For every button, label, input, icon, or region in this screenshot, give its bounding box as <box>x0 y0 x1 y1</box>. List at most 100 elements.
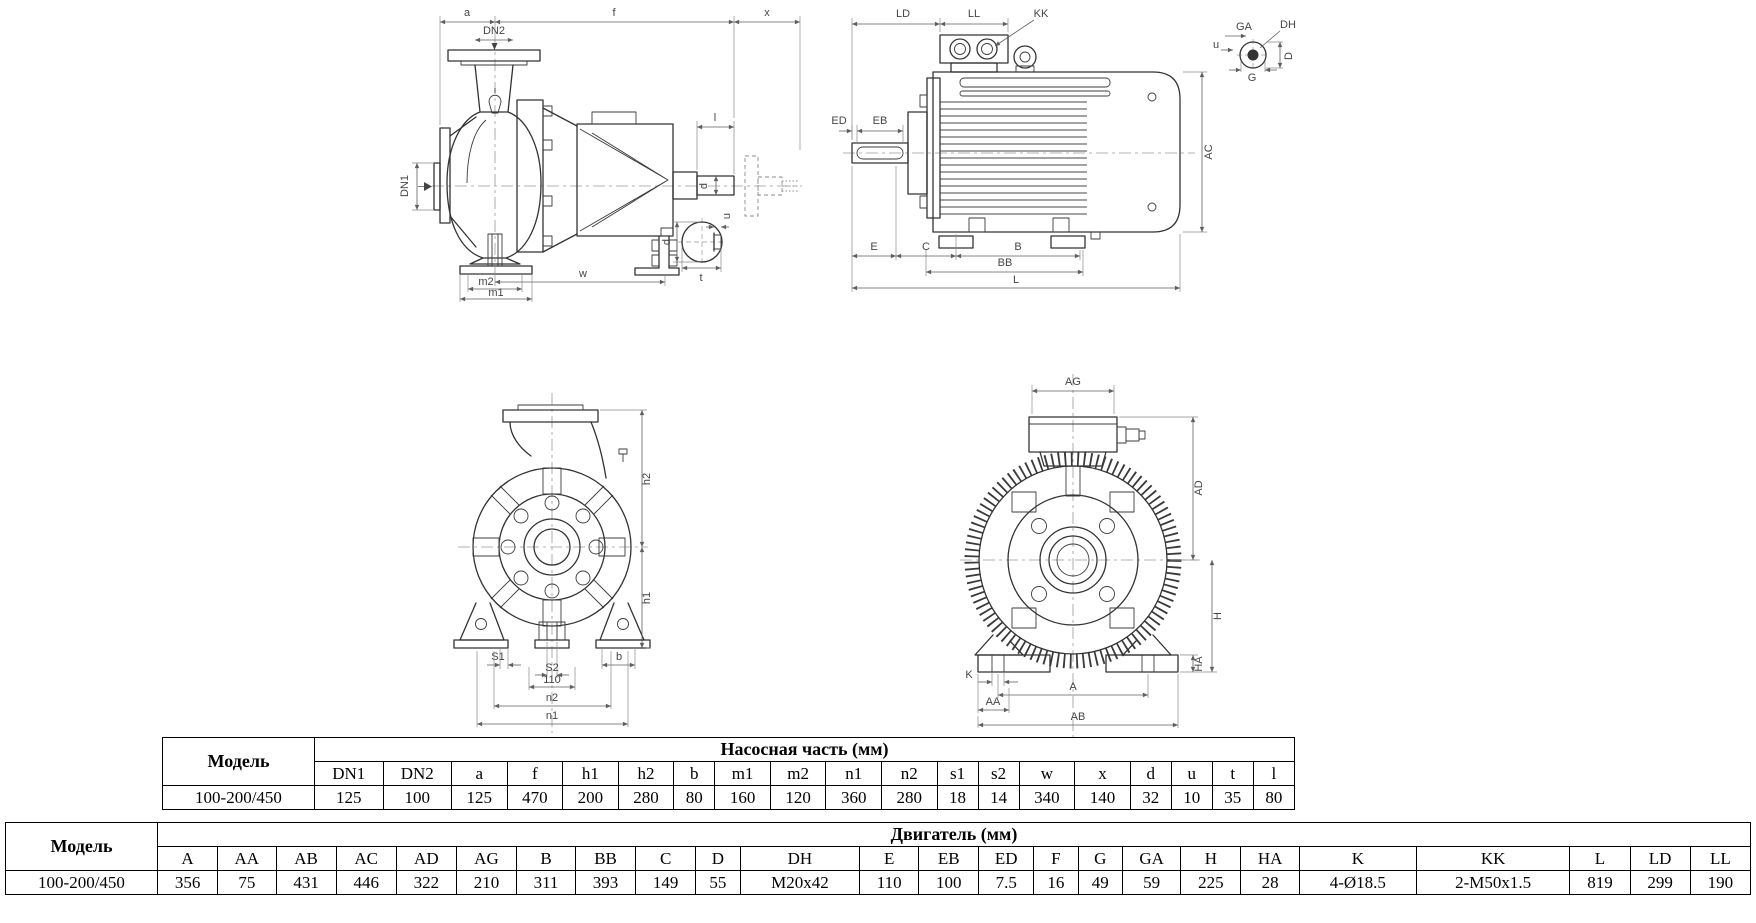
motor-column-header-cell: F <box>1033 846 1079 871</box>
dim-label-dh: DH <box>1280 19 1296 31</box>
dim-label-ac: AC <box>1203 144 1215 159</box>
dim-label-k: K <box>965 669 973 681</box>
motor-table-header-row: Модель Двигатель (мм) <box>5 822 1751 871</box>
pump-value-cell: 10 <box>1170 785 1213 810</box>
dim-label-h1: h1 <box>641 592 653 604</box>
motor-value-cell: 59 <box>1121 870 1182 895</box>
dim-label-m2: m2 <box>478 276 493 288</box>
dim-label-u-key: u <box>1213 39 1219 51</box>
pump-column-header-cell: m1 <box>714 761 771 786</box>
dim-label-s2: S2 <box>545 662 558 674</box>
motor-front-view-drawing: AG AD H HA K A AA AB <box>960 374 1224 742</box>
motor-column-header-cell: HA <box>1240 846 1300 871</box>
pump-column-header-cell: n2 <box>880 761 938 786</box>
pump-column-header-cell: h2 <box>617 761 675 786</box>
shaft-section-detail: d u t <box>661 213 733 284</box>
motor-front-geometry <box>960 374 1200 742</box>
motor-value-cell: M20x42 <box>739 870 861 895</box>
pump-side-geometry <box>418 36 802 276</box>
motor-column-header-cell: EB <box>918 846 980 871</box>
dim-label-t: t <box>699 272 702 284</box>
motor-side-geometry <box>843 34 1195 249</box>
pump-column-header-cell: n1 <box>825 761 882 786</box>
pump-column-header-cell: h1 <box>562 761 619 786</box>
pump-value-cell: 125 <box>451 785 508 810</box>
motor-column-header-cell: KK <box>1415 846 1571 871</box>
dim-label-kk: KK <box>1034 8 1049 20</box>
dim-label-ab: AB <box>1071 711 1086 723</box>
dim-label-ed: ED <box>831 115 846 127</box>
pump-value-cell: 280 <box>617 785 675 810</box>
dim-label-ha: HA <box>1193 656 1205 672</box>
dim-label-ll: LL <box>968 8 980 20</box>
motor-column-header-cell: ED <box>978 846 1035 871</box>
dim-label-w: w <box>578 268 587 280</box>
motor-column-header-cell: H <box>1180 846 1242 871</box>
pump-column-header-cell: a <box>451 761 508 786</box>
motor-value-cell: 431 <box>275 870 337 895</box>
pump-value-cell: 14 <box>977 785 1020 810</box>
dim-label-n2: n2 <box>546 692 558 704</box>
dim-label-h2: h2 <box>641 473 653 485</box>
motor-column-header-cell: LD <box>1629 846 1691 871</box>
pump-value-cell: 80 <box>1252 785 1296 810</box>
motor-value-cell: 299 <box>1629 870 1691 895</box>
motor-model-cell: 100-200/450 <box>5 870 158 895</box>
motor-column-header-cell: LL <box>1689 846 1752 871</box>
dim-label-aa: AA <box>986 696 1001 708</box>
pump-value-cell: 18 <box>936 785 979 810</box>
motor-group-header-cell: Двигатель (мм) <box>157 822 1751 847</box>
pump-value-cell: 80 <box>673 785 716 810</box>
motor-value-cell: 75 <box>217 870 277 895</box>
dim-label-u: u <box>721 213 733 219</box>
pump-column-header-cell: s2 <box>977 761 1020 786</box>
dim-label-bb: BB <box>998 257 1013 269</box>
pump-column-header-cell: t <box>1211 761 1254 786</box>
dim-label-eb: EB <box>873 115 888 127</box>
motor-value-cell: 356 <box>156 870 219 895</box>
pump-value-cell: 340 <box>1018 785 1076 810</box>
motor-value-cell: 2-M50x1.5 <box>1415 870 1571 895</box>
motor-column-header-cell: BB <box>574 846 637 871</box>
dim-label-d-shaft: d <box>698 183 710 189</box>
pump-column-header-cell: b <box>673 761 716 786</box>
dim-label-b: b <box>616 651 622 663</box>
motor-column-header-cell: DH <box>739 846 861 871</box>
motor-column-header-cell: K <box>1298 846 1417 871</box>
pump-front-geometry <box>453 393 651 733</box>
pump-value-cell: 140 <box>1074 785 1131 810</box>
motor-column-header-cell: E <box>859 846 920 871</box>
motor-column-header-cell: GA <box>1121 846 1182 871</box>
motor-model-header-cell: Модель <box>5 822 158 871</box>
motor-column-header-cell: B <box>516 846 576 871</box>
dim-label-ga: GA <box>1236 21 1253 33</box>
motor-column-header-cell: AA <box>217 846 277 871</box>
motor-column-header-cell: L <box>1569 846 1631 871</box>
motor-column-header-cell: A <box>156 846 219 871</box>
motor-column-header-cell: AB <box>275 846 337 871</box>
motor-column-header-cell: D <box>695 846 741 871</box>
dim-label-l: l <box>714 112 716 124</box>
pump-column-header-cell: l <box>1252 761 1296 786</box>
motor-value-cell: 49 <box>1077 870 1123 895</box>
pump-side-view-drawing: a f x DN2 DN1 l d w m2 m1 <box>399 7 802 302</box>
pump-value-cell: 470 <box>506 785 564 810</box>
motor-value-cell: 110 <box>859 870 920 895</box>
dim-label-m1: m1 <box>488 287 503 299</box>
dim-label-n1: n1 <box>546 710 558 722</box>
pump-value-cell: 200 <box>562 785 619 810</box>
pump-column-header-cell: u <box>1170 761 1213 786</box>
pump-column-header-cell: DN1 <box>314 761 384 786</box>
pump-table-header-row: Модель Насосная часть (мм) <box>162 737 1295 786</box>
pump-value-cell: 32 <box>1129 785 1172 810</box>
dim-label-c: C <box>922 241 930 253</box>
dim-label-dn2: DN2 <box>483 25 505 37</box>
dim-label-a: A <box>1069 681 1077 693</box>
dim-label-b: B <box>1014 241 1021 253</box>
motor-value-cell: 100 <box>918 870 980 895</box>
